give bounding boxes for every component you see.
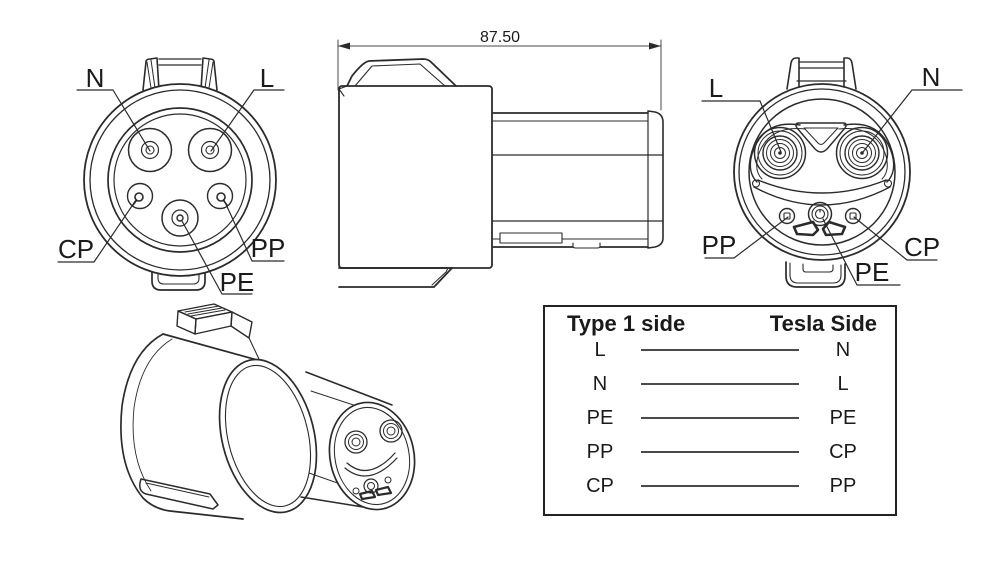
type1-pin-cell: PP	[586, 440, 614, 463]
tesla-pin-n	[835, 126, 889, 180]
type1-pin-n	[127, 127, 173, 173]
wire-line	[641, 349, 799, 351]
mapping-row: PP CP	[545, 435, 895, 469]
dim-arrow-right	[649, 42, 661, 50]
tesla-label-n: N	[922, 62, 941, 92]
mapping-row: PE PE	[545, 401, 895, 435]
type1-pin-l	[187, 127, 233, 173]
iso-latch	[176, 303, 260, 360]
tesla-label-l: L	[709, 73, 723, 103]
iso-face-pins	[344, 419, 403, 501]
iso-ring	[218, 358, 318, 514]
tesla-pin-pp	[778, 207, 796, 225]
type1-label-l: L	[260, 63, 274, 93]
type1-latch	[142, 57, 160, 91]
tesla-front-view	[701, 57, 963, 288]
side-barrel	[492, 110, 664, 249]
dimension-value: 87.50	[480, 29, 520, 46]
type1-pin-cell: PE	[586, 406, 614, 429]
wire-line	[641, 383, 799, 385]
pin-mapping-table: Type 1 side Tesla Side L N N L PE PE PP	[543, 305, 897, 516]
tesla-bottom-tab	[785, 261, 846, 288]
type1-label-pe: PE	[220, 267, 255, 297]
wire-line	[641, 485, 799, 487]
type1-leader-lines	[57, 89, 285, 295]
side-body	[338, 85, 493, 269]
tesla-label-pp: PP	[702, 230, 737, 260]
dim-arrow-left	[338, 42, 350, 50]
type1-outer-shell	[83, 83, 277, 277]
pin-mapping-rows: L N N L PE PE PP CP CP PP	[545, 333, 895, 503]
type1-pin-cell: N	[592, 372, 608, 395]
tesla-pin-cell: PP	[829, 474, 857, 497]
side-bottom-tab	[338, 267, 453, 288]
dimension-lines	[337, 39, 662, 111]
tesla-leader-lines	[701, 89, 963, 286]
mapping-row: CP PP	[545, 469, 895, 503]
type1-label-cp: CP	[58, 234, 94, 264]
type1-pin-cell: CP	[586, 474, 614, 497]
iso-body	[120, 333, 244, 520]
tesla-pin-cell: PE	[829, 406, 857, 429]
side-view	[337, 39, 664, 288]
tesla-key-right	[821, 220, 847, 237]
tesla-pin-cell: CP	[829, 440, 857, 463]
tesla-pin-cp	[844, 207, 862, 225]
side-latch	[346, 58, 457, 87]
wire-line	[641, 451, 799, 453]
wire-line	[641, 417, 799, 419]
isometric-view	[120, 303, 416, 520]
tesla-outer-shell	[733, 83, 911, 261]
tesla-pin-l	[753, 126, 807, 180]
tesla-label-cp: CP	[904, 232, 940, 262]
tesla-pin-cell: N	[835, 338, 851, 361]
tesla-top-tab	[786, 57, 857, 90]
type1-side-header: Type 1 side	[567, 311, 686, 336]
type1-pin-pe	[161, 199, 199, 237]
tesla-side-header: Tesla Side	[769, 311, 877, 336]
type1-label-pp: PP	[251, 233, 286, 263]
type1-front-view	[57, 57, 285, 295]
tesla-smile-band	[757, 179, 887, 194]
tesla-key-left	[792, 220, 820, 237]
mapping-row: L N	[545, 333, 895, 367]
pin-mapping-header: Type 1 side Tesla Side	[545, 307, 895, 336]
type1-pin-cell: L	[594, 338, 606, 361]
type1-label-n: N	[86, 63, 105, 93]
iso-bottom-tab	[139, 478, 219, 510]
tesla-pin-pe	[807, 201, 833, 227]
tesla-pin-cell: L	[837, 372, 849, 395]
mapping-row: N L	[545, 367, 895, 401]
iso-face	[328, 401, 416, 511]
tesla-label-pe: PE	[855, 257, 890, 287]
